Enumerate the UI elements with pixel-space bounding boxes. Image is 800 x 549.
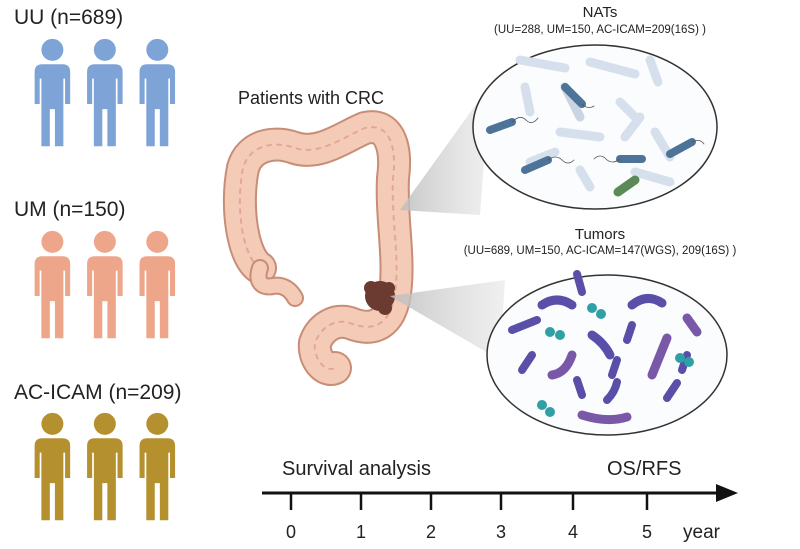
person-head	[93, 38, 116, 61]
tick-label-1: 1	[355, 522, 366, 542]
person-body	[87, 64, 123, 147]
cohort-title-ac-icam: AC-ICAM (n=209)	[14, 381, 182, 404]
person-body	[87, 256, 123, 339]
tumor-mass	[364, 281, 395, 315]
person-body	[139, 64, 176, 147]
tick-label-2: 2	[425, 522, 436, 542]
person-body	[139, 438, 176, 521]
person-head	[41, 412, 64, 435]
nats-bacteria-ellipse	[472, 44, 718, 210]
center-title: Patients with CRC	[238, 88, 385, 108]
person-head	[93, 230, 116, 253]
timeline-unit-label: year	[683, 522, 720, 543]
person-body	[87, 438, 123, 521]
people-group-um-icon	[34, 230, 176, 339]
people-group-ac-icam-icon	[34, 412, 176, 521]
people-group-uu-icon	[34, 38, 176, 147]
timeline-right-label: OS/RFS	[607, 458, 682, 480]
tick-label-3: 3	[495, 522, 506, 542]
nats-subtitle: (UU=288, UM=150, AC-ICAM=209(16S) )	[494, 24, 706, 36]
tumors-bacteria-ellipse	[486, 270, 728, 436]
person-head	[41, 230, 64, 253]
person-body	[139, 256, 176, 339]
tick-label-0: 0	[285, 522, 296, 542]
person-head	[146, 412, 169, 435]
person-body	[34, 256, 71, 339]
timeline-left-label: Survival analysis	[282, 458, 431, 480]
cohort-title-uu: UU (n=689)	[14, 6, 124, 29]
person-body	[34, 438, 71, 521]
tumors-subtitle: (UU=689, UM=150, AC-ICAM=147(WGS), 209(1…	[463, 245, 737, 257]
cohort-title-um: UM (n=150)	[14, 198, 126, 221]
tick-label-5: 5	[641, 522, 652, 542]
person-head	[146, 38, 169, 61]
person-head	[41, 38, 64, 61]
tick-label-4: 4	[567, 522, 578, 542]
nats-title: NATs	[582, 4, 618, 21]
person-head	[146, 230, 169, 253]
colon-illustration	[222, 110, 414, 386]
person-body	[34, 64, 71, 147]
person-head	[93, 412, 116, 435]
tumors-title: Tumors	[574, 226, 626, 243]
